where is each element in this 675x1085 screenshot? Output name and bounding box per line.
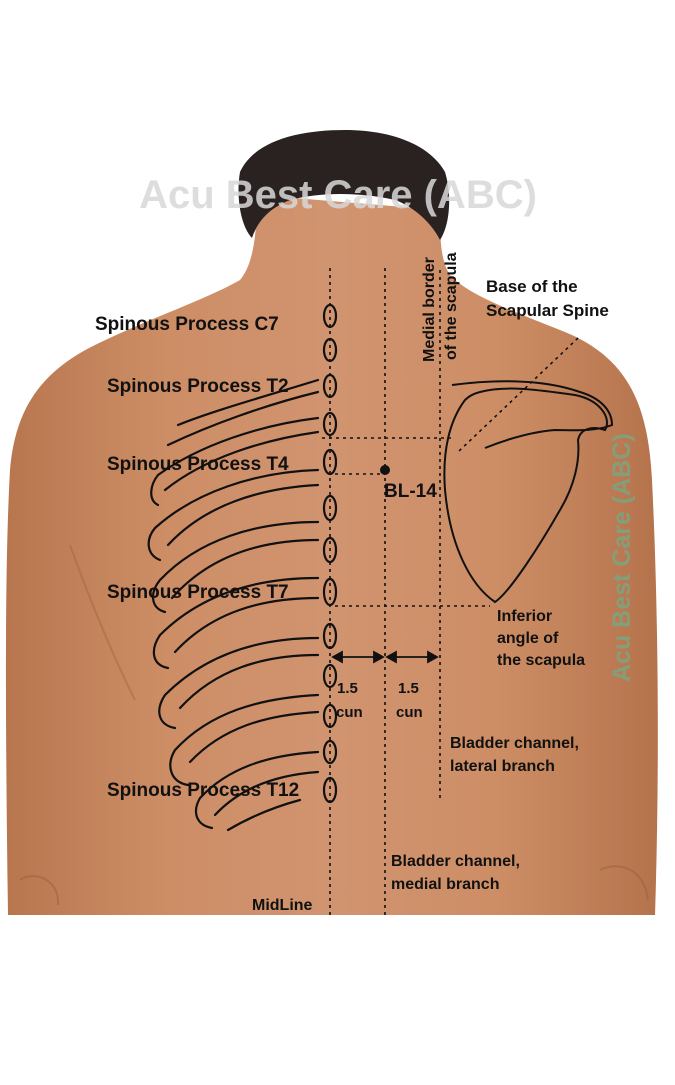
scapula (443, 380, 614, 604)
back-silhouette (5, 195, 658, 915)
hair (238, 130, 450, 240)
label-medial-branch-2: medial branch (391, 876, 499, 893)
label-distance-1-value: 1.5 (337, 680, 358, 697)
label-medial-border-1: Medial border (421, 257, 438, 362)
watermark-side: Acu Best Care (ABC) (608, 433, 636, 682)
watermark-top: Acu Best Care (ABC) (139, 173, 537, 217)
label-t7: Spinous Process T7 (107, 582, 289, 603)
guide-lines (322, 268, 579, 918)
label-t12: Spinous Process T12 (107, 780, 299, 801)
label-medial-branch-1: Bladder channel, (391, 853, 520, 870)
label-distance-1-unit: cun (336, 704, 363, 721)
elbow-shadow-right (599, 865, 649, 901)
label-lateral-branch-2: lateral branch (450, 758, 555, 775)
label-lateral-branch-1: Bladder channel, (450, 735, 579, 752)
label-c7: Spinous Process C7 (95, 314, 279, 335)
label-inferior-3: the scapula (497, 652, 585, 669)
elbow-shadow-left (19, 875, 60, 906)
label-scapular-spine-2: Scapular Spine (486, 301, 609, 320)
label-distance-2-unit: cun (396, 704, 423, 721)
label-medial-border-2: of the scapula (443, 252, 460, 360)
label-scapular-spine-1: Base of the (486, 277, 578, 296)
label-t4: Spinous Process T4 (107, 454, 289, 475)
distance-arrows (331, 650, 439, 664)
label-bl-14: BL-14 (384, 481, 437, 502)
armpit-crease-left (69, 544, 136, 701)
label-inferior-2: angle of (497, 630, 559, 647)
ribcage (147, 378, 320, 832)
label-inferior-1: Inferior (497, 608, 552, 625)
label-midline: MidLine (252, 897, 313, 914)
label-t2: Spinous Process T2 (107, 376, 289, 397)
bl-14-point (380, 465, 390, 475)
label-distance-2-value: 1.5 (398, 680, 419, 697)
